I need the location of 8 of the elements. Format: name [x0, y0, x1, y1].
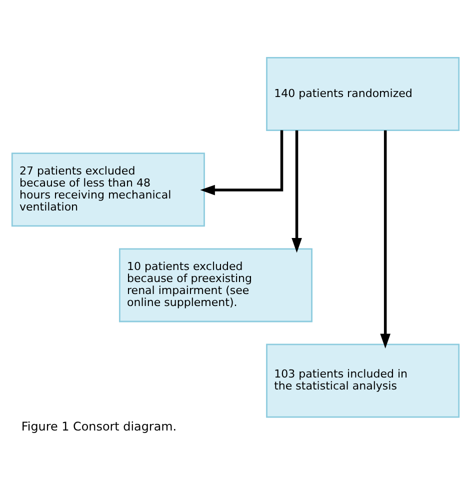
node-box: 27 patients excluded because of less than 48 hours receiving mechanical ventilation — [11, 152, 205, 227]
arrow — [200, 130, 284, 196]
node-box: 140 patients randomized — [266, 56, 460, 131]
node-box: 10 patients excluded because of preexisting renal impairment (see online supplement). — [118, 248, 312, 322]
arrow — [380, 130, 390, 348]
node-box: 103 patients included in the statistical analysis — [266, 344, 460, 418]
caption: Figure 1 Consort diagram. — [21, 419, 177, 434]
arrow — [292, 130, 302, 253]
